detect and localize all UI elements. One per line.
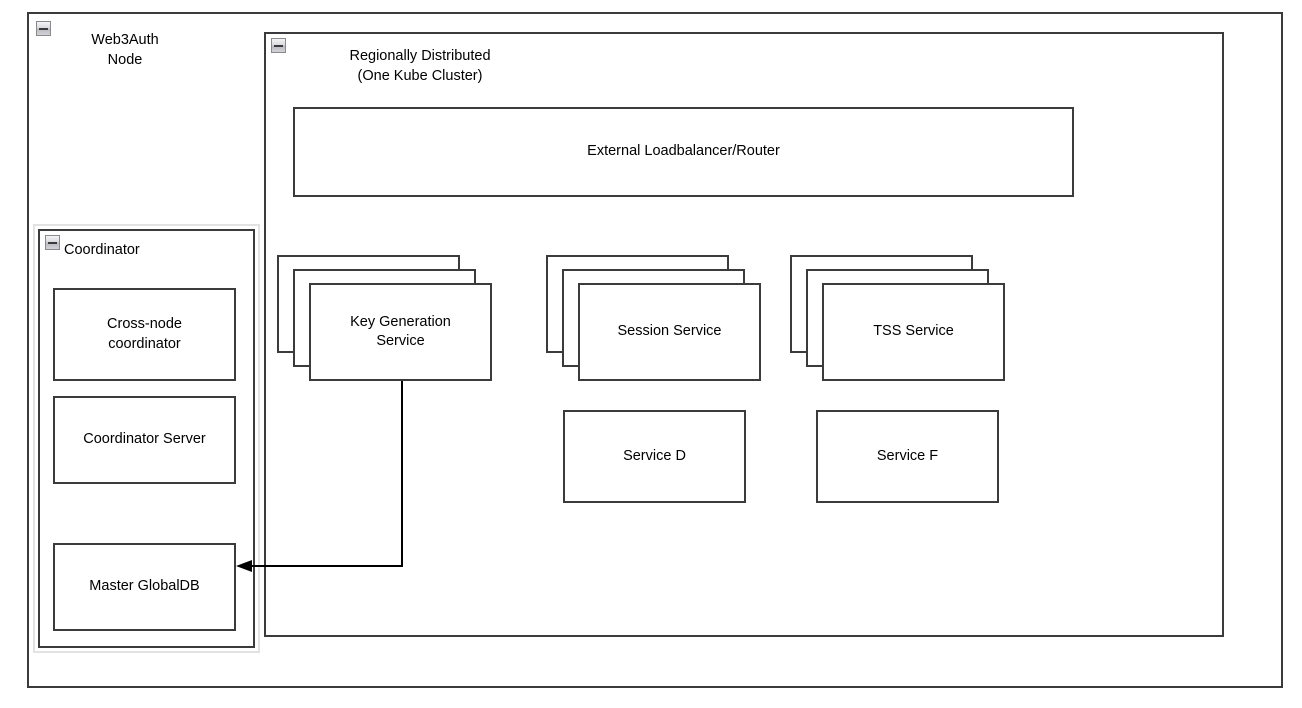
stack-face-session-service[interactable]: Session Service: [578, 283, 761, 381]
node-coordinator-server[interactable]: Coordinator Server: [53, 396, 236, 484]
stack-key-generation-service[interactable]: Key Generation Service: [277, 255, 492, 381]
collapse-minus-icon-web3auth-node[interactable]: [36, 21, 51, 36]
stack-face-tss-service[interactable]: TSS Service: [822, 283, 1005, 381]
collapse-minus-icon-coordinator[interactable]: [45, 235, 60, 250]
node-master-globaldb[interactable]: Master GlobalDB: [53, 543, 236, 631]
node-external-loadbalancer-router[interactable]: External Loadbalancer/Router: [293, 107, 1074, 197]
stack-face-key-generation-service[interactable]: Key Generation Service: [309, 283, 492, 381]
container-regionally-distributed-label: Regionally Distributed (One Kube Cluster…: [349, 48, 491, 84]
stack-tss-service[interactable]: TSS Service: [790, 255, 1005, 381]
node-cross-node-coordinator[interactable]: Cross-node coordinator: [53, 288, 236, 381]
node-service-d[interactable]: Service D: [563, 410, 746, 503]
collapse-minus-icon-regionally-distributed[interactable]: [271, 38, 286, 53]
container-coordinator-label: Coordinator: [64, 242, 140, 258]
container-web3auth-node-label: Web3Auth Node: [91, 32, 159, 68]
stack-session-service[interactable]: Session Service: [546, 255, 761, 381]
node-service-f[interactable]: Service F: [816, 410, 999, 503]
